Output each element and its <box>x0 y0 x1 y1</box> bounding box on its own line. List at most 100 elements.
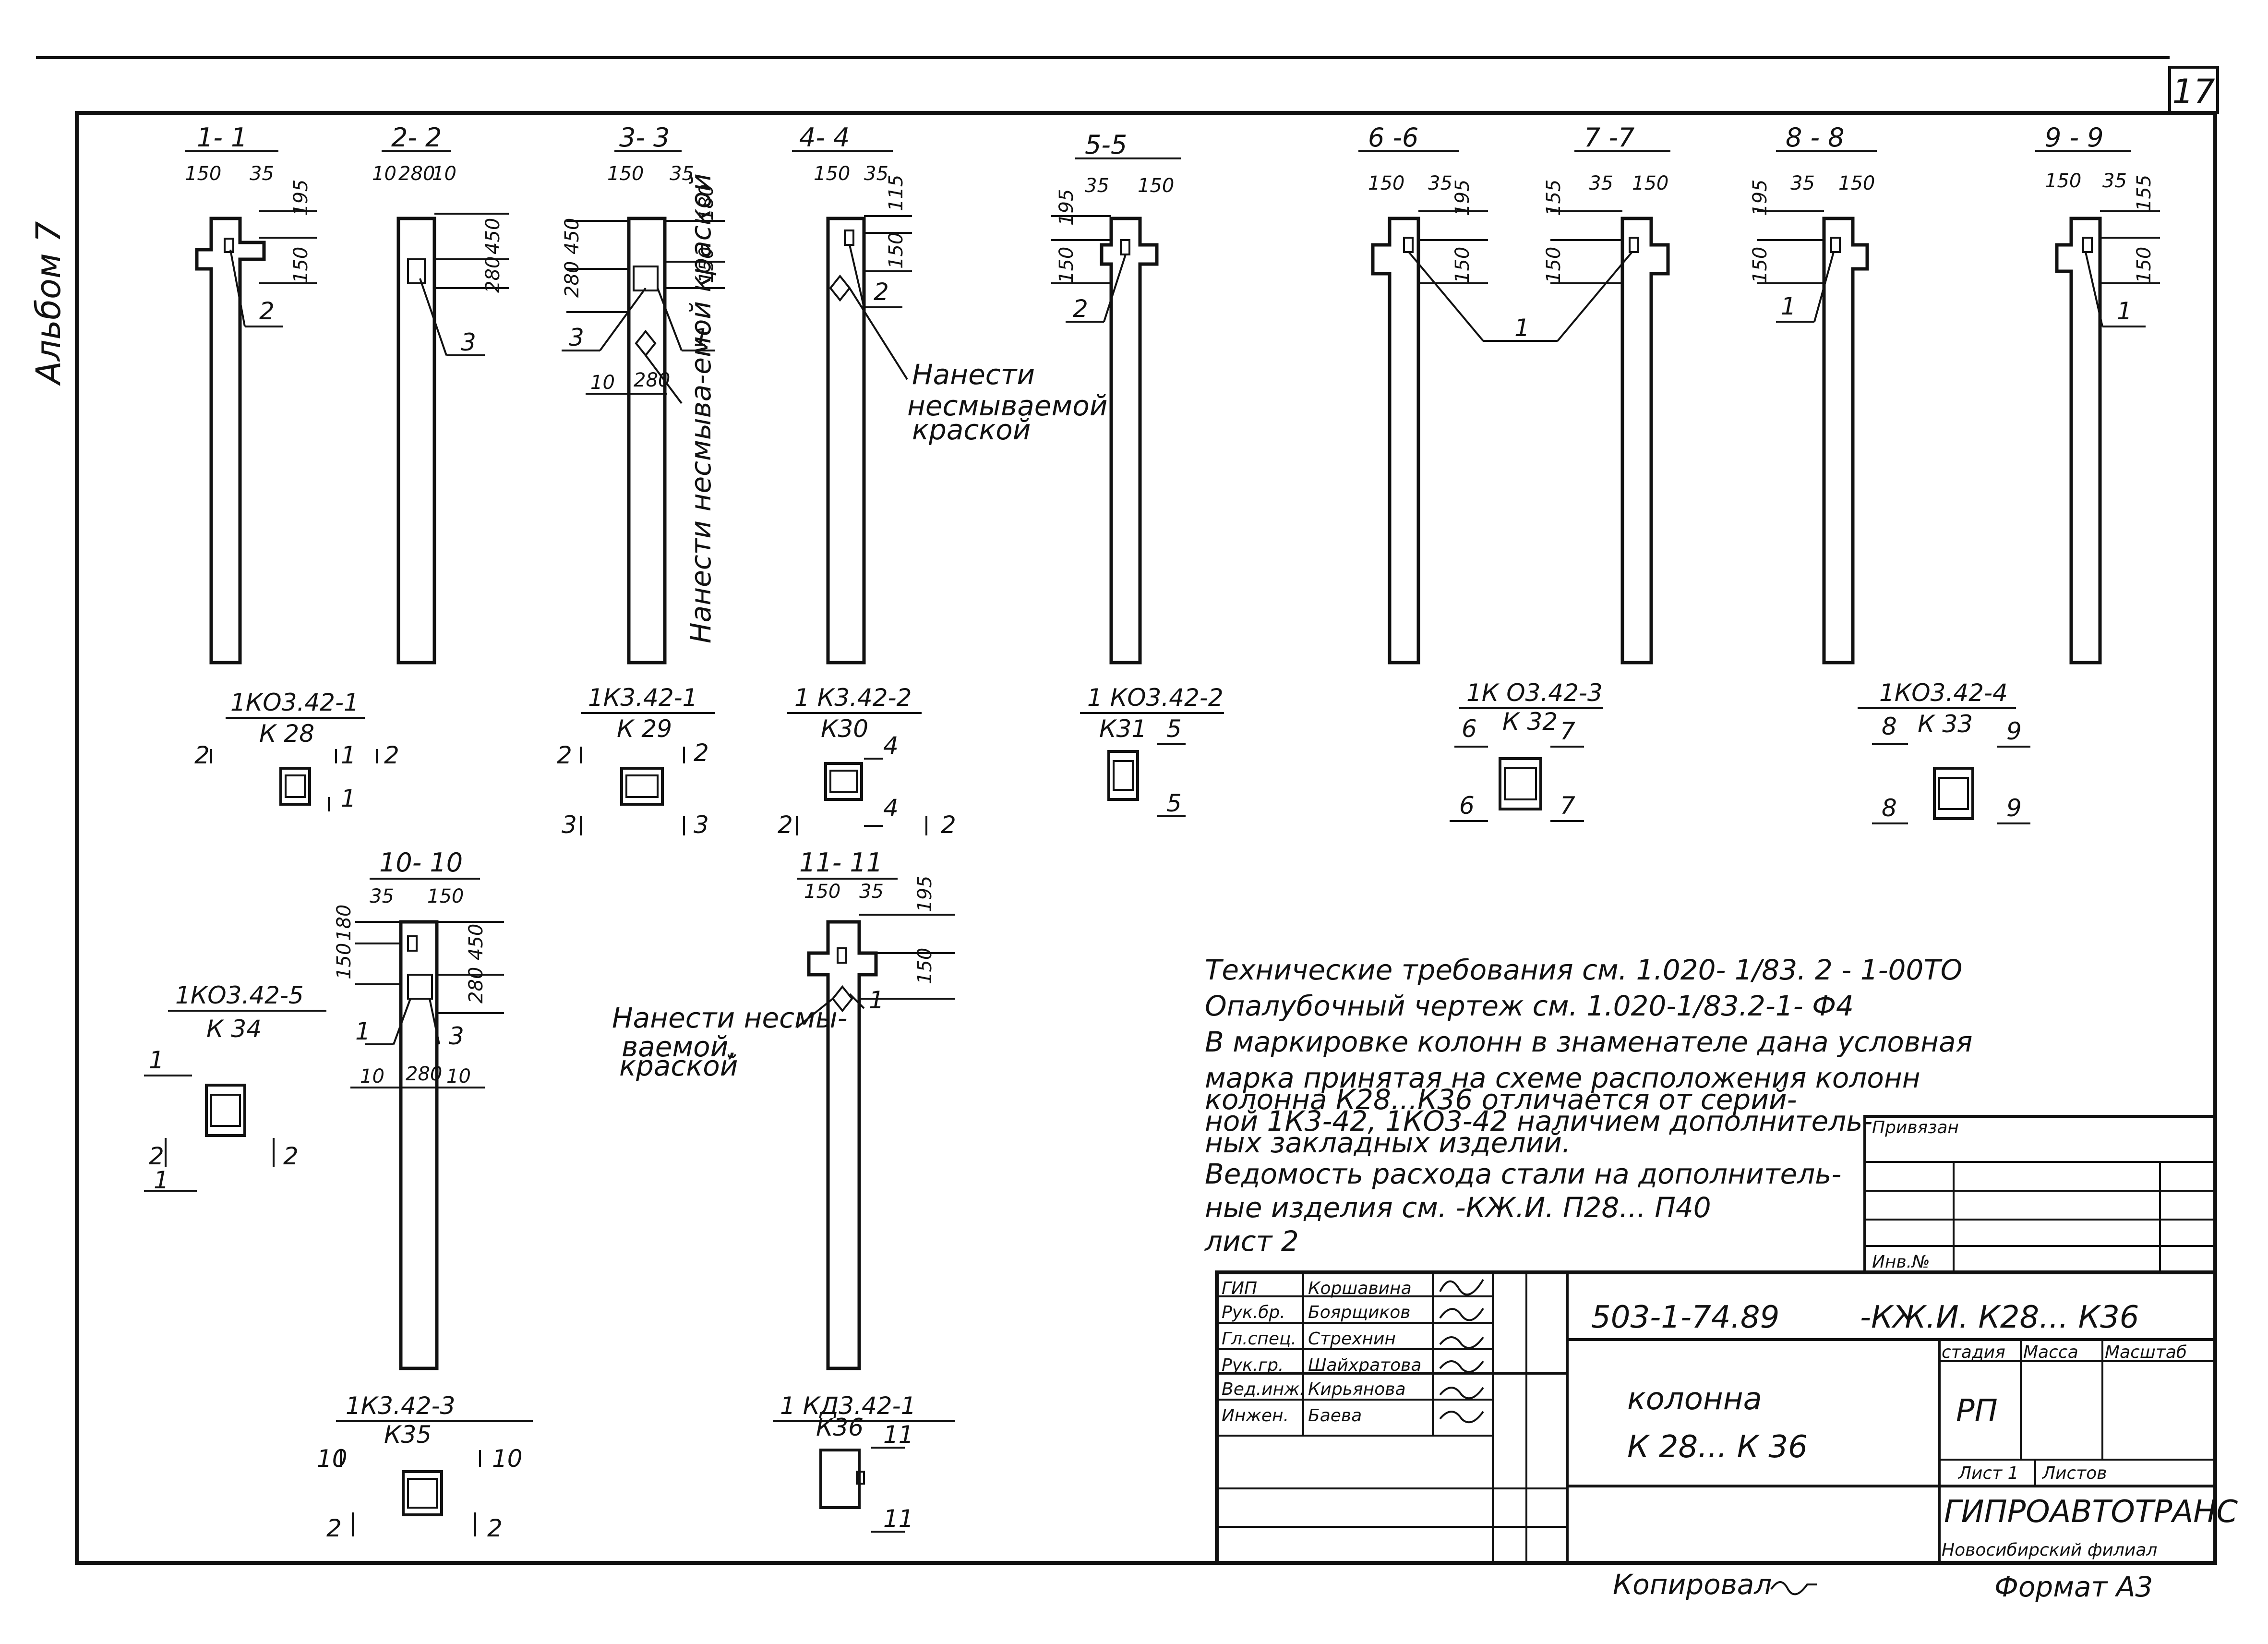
section-6-6: 6 -6 150 35 195 150 <box>1358 122 1488 665</box>
svg-text:150: 150 <box>1543 247 1565 283</box>
title-line-1: колонна <box>1627 1381 1762 1417</box>
svg-text:150: 150 <box>607 163 644 185</box>
svg-text:35: 35 <box>250 163 274 185</box>
signature-mark <box>1439 1360 1484 1373</box>
svg-text:10: 10 <box>317 1445 348 1473</box>
svg-text:ГИП: ГИП <box>1222 1279 1257 1298</box>
svg-text:180: 180 <box>333 905 355 941</box>
svg-text:3: 3 <box>569 324 584 351</box>
svg-text:лист 2: лист 2 <box>1204 1225 1299 1257</box>
section-8-8: 8 - 8 35 150 195 150 1 <box>1749 122 1877 665</box>
section-label: 1- 1 <box>197 122 247 153</box>
doc-suffix: -КЖ.И. К28... К36 <box>1860 1300 2139 1335</box>
svg-text:5: 5 <box>1166 715 1182 743</box>
svg-text:2: 2 <box>1073 295 1088 323</box>
svg-text:35: 35 <box>1790 172 1815 194</box>
section-7-7: 7 -7 35 150 155 150 1 <box>1408 122 1670 665</box>
svg-text:11: 11 <box>883 1505 914 1533</box>
signature-mark <box>1439 1336 1484 1349</box>
svg-text:Опалубочный чертеж см. 1.020-1: Опалубочный чертеж см. 1.020-1/83.2-1- Ф… <box>1205 990 1854 1022</box>
svg-text:9 - 9: 9 - 9 <box>2045 122 2104 153</box>
svg-text:2: 2 <box>778 811 793 839</box>
svg-text:1К3.42-3: 1К3.42-3 <box>346 1392 456 1420</box>
section-11-11: 11- 11 150 35 195 150 1 Нанести несмы- в… <box>612 847 955 1370</box>
svg-text:10- 10: 10- 10 <box>379 847 463 878</box>
svg-text:Вед.инж.: Вед.инж. <box>1222 1379 1305 1399</box>
svg-text:1КО3.42-4: 1КО3.42-4 <box>1879 679 2008 707</box>
svg-text:10: 10 <box>590 372 615 394</box>
svg-text:280: 280 <box>561 261 583 298</box>
svg-text:150: 150 <box>1056 247 1078 283</box>
section-9-9: 9 - 9 150 35 155 150 1 <box>2035 122 2160 665</box>
svg-text:150: 150 <box>333 943 355 979</box>
mark-k32: 1К О3.42-3 К 32 6 7 6 7 <box>1450 679 1603 822</box>
svg-text:марка принятая на схеме распол: марка принятая на схеме расположения кол… <box>1205 1062 1920 1094</box>
title-line-2: К 28... К 36 <box>1627 1429 1808 1465</box>
svg-text:35: 35 <box>864 163 888 185</box>
svg-text:1: 1 <box>355 1017 371 1045</box>
svg-text:11- 11: 11- 11 <box>799 847 883 878</box>
svg-text:9: 9 <box>2006 794 2022 822</box>
svg-text:195: 195 <box>914 876 936 912</box>
mark-k29: 1К3.42-1 К 29 2 2 3 3 <box>557 684 715 839</box>
svg-text:2: 2 <box>194 741 210 769</box>
album-label: Альбом 7 <box>29 221 68 386</box>
svg-text:2: 2 <box>384 741 399 769</box>
svg-text:Рук.гр.: Рук.гр. <box>1222 1355 1284 1375</box>
svg-text:115: 115 <box>885 175 907 211</box>
svg-text:7 -7: 7 -7 <box>1584 122 1634 153</box>
svg-text:180: 180 <box>696 184 718 221</box>
svg-text:Баева: Баева <box>1308 1406 1362 1426</box>
svg-text:К31: К31 <box>1099 715 1147 743</box>
section-10-10: 10- 10 35 150 180 150 450 280 10 280 10 … <box>333 847 504 1370</box>
section-1-1: 1- 1 150 35 195 150 2 <box>185 122 317 665</box>
svg-text:35: 35 <box>670 163 694 185</box>
svg-text:ные изделия см. -КЖ.И. П28...: ные изделия см. -КЖ.И. П28... П40 <box>1205 1191 1711 1224</box>
svg-text:450: 450 <box>482 218 504 254</box>
svg-text:1: 1 <box>341 785 356 812</box>
svg-text:Нанести: Нанести <box>912 358 1035 391</box>
svg-text:Масштаб: Масштаб <box>2105 1342 2187 1362</box>
svg-text:6: 6 <box>1459 792 1475 820</box>
svg-text:ных закладных изделий.: ных закладных изделий. <box>1205 1126 1571 1159</box>
svg-text:Коршавина: Коршавина <box>1308 1279 1412 1298</box>
svg-text:35: 35 <box>1428 172 1452 194</box>
svg-text:В маркировке колонн в знаменат: В маркировке колонн в знаменателе дана у… <box>1205 1026 1972 1058</box>
svg-text:Кирьянова: Кирьянова <box>1308 1379 1406 1399</box>
svg-text:5: 5 <box>1166 789 1182 817</box>
svg-text:ваемой,: ваемой, <box>622 1030 737 1063</box>
svg-text:краской: краской <box>619 1050 738 1082</box>
svg-text:3: 3 <box>694 811 709 839</box>
svg-text:195: 195 <box>1749 180 1771 216</box>
svg-text:8 - 8: 8 - 8 <box>1786 122 1845 153</box>
svg-text:К 33: К 33 <box>1918 710 1973 738</box>
svg-text:11: 11 <box>883 1421 914 1449</box>
svg-text:К 32: К 32 <box>1502 708 1558 736</box>
copied-label: Копировал <box>1613 1568 1772 1601</box>
svg-text:1КО3.42-1: 1КО3.42-1 <box>230 689 359 716</box>
signature-mark <box>1439 1307 1484 1321</box>
mark-k35: 1К3.42-3 К35 10 10 2 2 <box>317 1392 533 1542</box>
svg-text:1 К3.42-2: 1 К3.42-2 <box>794 684 912 712</box>
role-rows: ГИП Коршавина Рук.бр. Боярщиков Гл.спец.… <box>1222 1279 1421 1426</box>
svg-text:35: 35 <box>1589 172 1613 194</box>
svg-text:280: 280 <box>406 1063 442 1085</box>
svg-text:150: 150 <box>1838 172 1875 194</box>
svg-text:150: 150 <box>1368 172 1404 194</box>
svg-text:Привязан: Привязан <box>1872 1118 1959 1137</box>
svg-text:150: 150 <box>2045 170 2081 192</box>
svg-text:1: 1 <box>694 324 709 351</box>
svg-text:10: 10 <box>446 1065 471 1088</box>
svg-text:Нанести несмы-: Нанести несмы- <box>612 1002 848 1034</box>
svg-text:колонна К28...К36 отличается о: колонна К28...К36 отличается от серий- <box>1205 1083 1797 1116</box>
svg-text:7: 7 <box>1560 792 1575 820</box>
svg-text:2: 2 <box>259 297 275 325</box>
mark-k34: 1КО3.42-5 К 34 1 2 2 1 <box>144 981 326 1194</box>
section-2-2: 2- 2 10 280 10 450 280 3 <box>372 122 509 665</box>
svg-text:Масса: Масса <box>2023 1342 2078 1362</box>
mark-k36: 1 КД3.42-1 К36 11 11 <box>773 1392 955 1533</box>
svg-text:3: 3 <box>562 811 577 839</box>
signature-mark <box>1439 1279 1484 1296</box>
svg-text:150: 150 <box>185 163 221 185</box>
svg-text:К 28: К 28 <box>259 720 314 748</box>
